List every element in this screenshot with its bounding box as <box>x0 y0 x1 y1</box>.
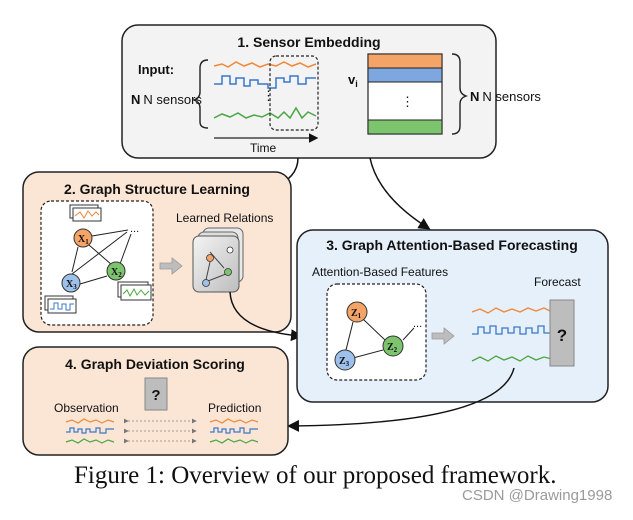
node-z2-label: Z2 <box>387 342 398 354</box>
forecast-series-green <box>471 355 553 362</box>
panel-graph-deviation-scoring: 4. Graph Deviation Scoring ? Observation… <box>22 346 289 456</box>
prediction-label: Prediction <box>208 401 261 415</box>
caption-text: Figure 1: Overview of our proposed frame… <box>74 462 557 489</box>
edge-z3-z2 <box>352 349 384 359</box>
attention-features-label: Attention-Based Features <box>312 265 448 279</box>
forecast-series-blue <box>472 325 552 335</box>
node-x2-label: X2 <box>111 267 122 279</box>
edge-x2-more <box>119 233 132 265</box>
forecast-unknown-box <box>549 299 575 367</box>
mini-series-x3 <box>44 295 77 314</box>
learned-relations-stack <box>192 227 244 293</box>
comparison-arrows <box>124 418 197 444</box>
panel-graph-attention-forecasting: 3. Graph Attention-Based Forecasting Att… <box>296 229 609 403</box>
prediction-series-blue <box>210 427 258 434</box>
panel-2-title: 2. Graph Structure Learning <box>64 181 250 197</box>
time-label: Time <box>250 141 277 155</box>
node-z2 <box>382 335 404 357</box>
sensor-series-blue <box>214 75 316 89</box>
forecast-question-mark: ? <box>557 326 567 345</box>
node-z3-label: Z3 <box>339 356 350 368</box>
node-z3 <box>334 349 356 371</box>
edge-x1-more <box>91 229 129 237</box>
panel-1-title: 1. Sensor Embedding <box>237 34 380 50</box>
gray-arrow-2 <box>159 257 183 275</box>
left-brace <box>191 59 209 129</box>
arrow-3-to-4 <box>287 367 515 432</box>
forecast-series-orange <box>471 307 553 314</box>
embedding-row-orange <box>367 53 443 69</box>
observation-series-blue <box>66 427 114 434</box>
mini-series-x1 <box>69 204 102 222</box>
node-ellipsis-2: ... <box>130 223 139 235</box>
edge-z2-more <box>402 327 415 341</box>
embedding-row-blue <box>367 67 443 83</box>
embedding-row-green <box>367 119 443 135</box>
scoring-question-mark: ? <box>151 387 160 404</box>
node-x2 <box>106 261 126 281</box>
observation-series-orange <box>65 418 115 424</box>
edge-z1-z3 <box>345 321 354 351</box>
prediction-series-green <box>209 438 259 444</box>
node-ellipsis-3: ... <box>413 318 422 330</box>
node-x1-label: X1 <box>78 234 89 246</box>
edge-x2-x3 <box>79 275 108 285</box>
edge-x3-more <box>71 231 128 275</box>
learned-relations-label: Learned Relations <box>176 211 273 225</box>
watermark: CSDN @Drawing1998 <box>462 487 613 504</box>
sliding-window <box>269 55 319 131</box>
scoring-unknown-box <box>144 377 168 411</box>
mini-series-x2 <box>117 281 152 301</box>
node-x1 <box>73 228 93 248</box>
prediction-series-orange <box>209 418 259 424</box>
edge-x1-x3 <box>71 246 79 273</box>
sensor-vdots: ⋮ <box>262 88 275 103</box>
edge-z1-z2 <box>362 318 386 341</box>
sensor-series-orange <box>213 61 317 68</box>
observation-label: Observation <box>54 401 119 415</box>
node-z1-label: Z1 <box>351 308 362 320</box>
observation-series-green <box>65 438 115 444</box>
gray-arrow-3 <box>431 327 455 345</box>
panel-4-title: 4. Graph Deviation Scoring <box>65 356 245 372</box>
edge-x1-x2 <box>88 244 113 266</box>
panel-3-title: 3. Graph Attention-Based Forecasting <box>326 237 578 253</box>
embedding-vdots: ⋮ <box>401 94 414 109</box>
input-label: Input: <box>138 62 174 77</box>
panel-graph-structure-learning: 2. Graph Structure Learning X1 <box>22 171 292 333</box>
forecast-label: Forecast <box>534 275 581 289</box>
arrow-1-to-3 <box>369 157 431 230</box>
right-brace <box>451 53 469 135</box>
node-x3 <box>61 273 81 293</box>
vi-label: vi <box>348 72 358 89</box>
figure-caption: Figure 1: Overview of our proposed frame… <box>0 462 633 504</box>
arrow-2-to-3 <box>229 291 303 342</box>
node-x3-label: X3 <box>66 279 77 291</box>
node-z1 <box>346 301 368 323</box>
